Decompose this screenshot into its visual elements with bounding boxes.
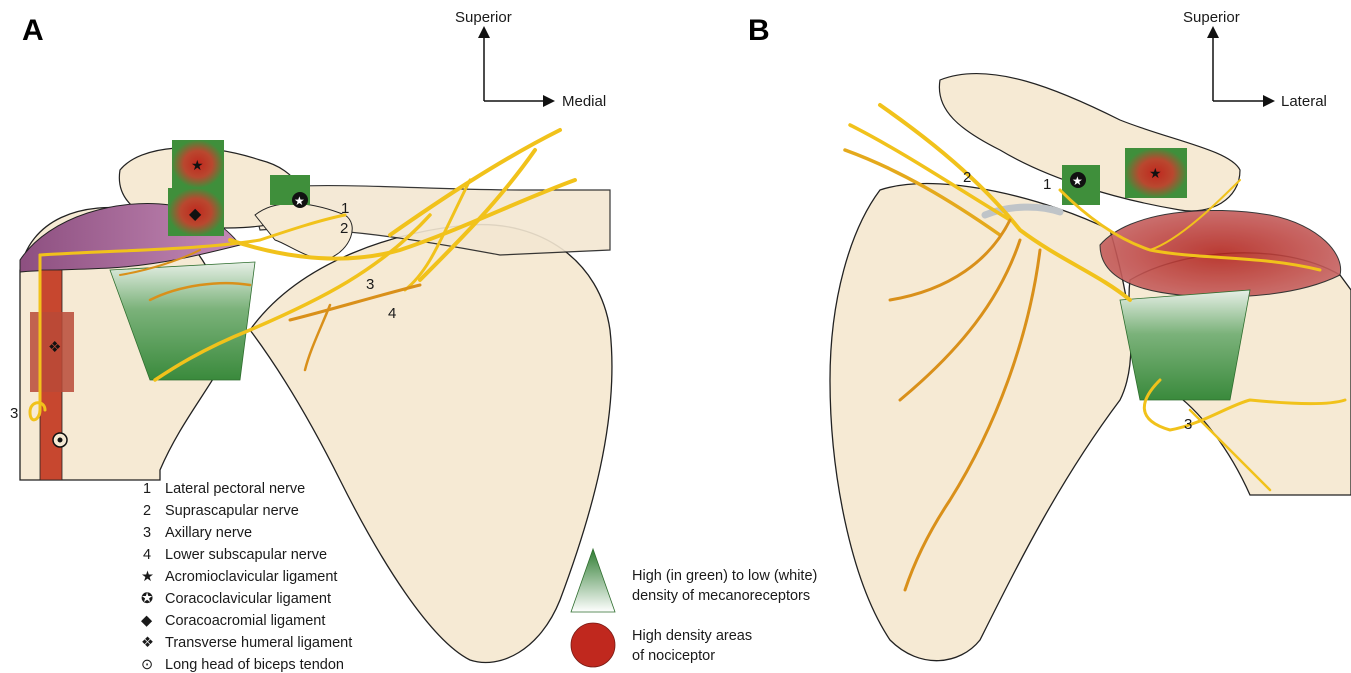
panel-b-scapula <box>830 184 1131 661</box>
panel-a-coracoclavicular-star: ★ <box>294 194 305 208</box>
panel-a-nerve-label-2: 2 <box>340 220 348 237</box>
panel-b-orientation: Superior Lateral <box>1183 9 1327 110</box>
panel-a-nerve-label-3: 3 <box>366 276 374 293</box>
key-symbol: ✪ <box>141 591 153 607</box>
panel-a-biceps-dot <box>58 438 63 443</box>
key-item: ⊙ Long head of biceps tendon <box>141 657 344 673</box>
key-symbol: 2 <box>143 503 151 519</box>
panel-a-nerve-label-1: 1 <box>341 200 349 217</box>
panel-b-letter: B <box>748 14 770 47</box>
panel-b-capsule-cone <box>1120 290 1250 400</box>
nociceptor-circle <box>571 623 615 667</box>
density-legend: High (in green) to low (white) density o… <box>571 549 817 667</box>
key-symbol: 4 <box>143 547 151 563</box>
key-item: 4 Lower subscapular nerve <box>143 547 327 563</box>
panel-a-star-symbol: ★ <box>191 157 204 173</box>
key-symbol: ◆ <box>141 613 153 629</box>
panel-b-nerve-label-2: 2 <box>963 169 971 186</box>
panel-b-nerve-label-3: 3 <box>1184 416 1192 433</box>
panel-a-transverse-symbol: ❖ <box>48 339 61 356</box>
key-symbol: ❖ <box>141 635 154 651</box>
key-label: Suprascapular nerve <box>165 503 299 519</box>
nociceptor-text-line2: of nociceptor <box>632 648 715 664</box>
key-item: 2 Suprascapular nerve <box>143 503 299 519</box>
nociceptor-text-line1: High density areas <box>632 628 752 644</box>
panel-a-letter: A <box>22 14 44 47</box>
key-item: 3 Axillary nerve <box>143 525 252 541</box>
key-item: ★ Acromioclavicular ligament <box>141 569 337 585</box>
nerve-ligament-key: 1 Lateral pectoral nerve 2 Suprascapular… <box>141 481 352 673</box>
key-label: Lateral pectoral nerve <box>165 481 305 497</box>
panel-b-nerve-label-1: 1 <box>1043 176 1051 193</box>
mechanoreceptor-text-line2: density of mecanoreceptors <box>632 588 810 604</box>
panel-b-lateral-label: Lateral <box>1281 93 1327 110</box>
key-label: Axillary nerve <box>165 525 252 541</box>
key-symbol: ★ <box>141 569 154 585</box>
key-symbol: 1 <box>143 481 151 497</box>
key-label: Coracoacromial ligament <box>165 613 325 629</box>
key-label: Acromioclavicular ligament <box>165 569 337 585</box>
panel-a-nerve-label-3-humerus: 3 <box>10 405 18 422</box>
key-label: Lower subscapular nerve <box>165 547 327 563</box>
key-label: Transverse humeral ligament <box>165 635 352 651</box>
panel-b-star-symbol: ★ <box>1149 165 1162 181</box>
panel-b-coracoclavicular-star: ★ <box>1072 174 1083 188</box>
key-label: Coracoclavicular ligament <box>165 591 331 607</box>
panel-a-orientation: Superior Medial <box>455 9 606 110</box>
key-item: ◆ Coracoacromial ligament <box>141 613 325 629</box>
key-symbol: ⊙ <box>141 657 153 673</box>
panel-a: A Superior Medial ★ <box>10 9 612 663</box>
panel-b: B Superior Lateral ★ ★ <box>748 9 1351 661</box>
panel-b-superior-label: Superior <box>1183 9 1240 26</box>
mechanoreceptor-text-line1: High (in green) to low (white) <box>632 568 817 584</box>
panel-a-medial-label: Medial <box>562 93 606 110</box>
panel-a-superior-label: Superior <box>455 9 512 26</box>
panel-a-diamond-symbol: ◆ <box>189 206 202 223</box>
key-item: ❖ Transverse humeral ligament <box>141 635 352 651</box>
key-symbol: 3 <box>143 525 151 541</box>
key-item: 1 Lateral pectoral nerve <box>143 481 305 497</box>
key-item: ✪ Coracoclavicular ligament <box>141 591 331 607</box>
panel-a-nerve-label-4: 4 <box>388 305 396 322</box>
panel-b-capsule-nociceptor <box>1100 210 1341 296</box>
mechanoreceptor-triangle <box>571 549 615 612</box>
key-label: Long head of biceps tendon <box>165 657 344 673</box>
